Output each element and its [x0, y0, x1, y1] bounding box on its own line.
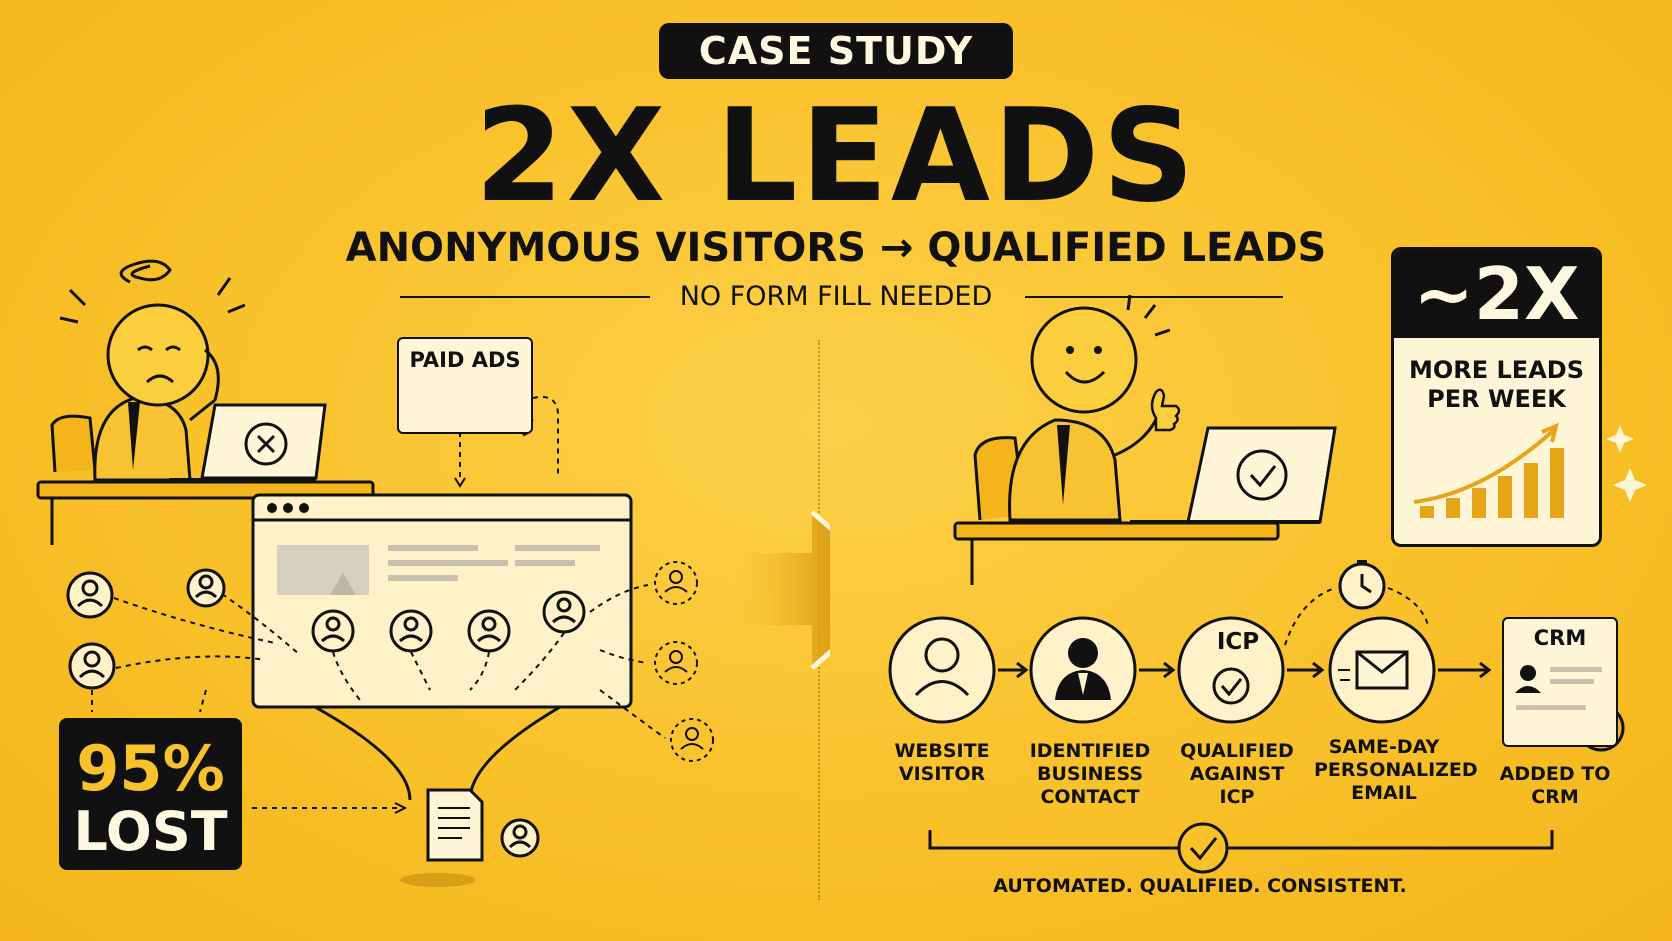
happy-person-icon	[1008, 294, 1181, 522]
growth-stat-label-line1: MORE LEADS	[1409, 356, 1584, 384]
visitor-icon	[542, 590, 586, 634]
step-label-line: ADDED TO	[1499, 763, 1611, 785]
page-subheadline: ANONYMOUS VISITORS → QUALIFIED LEADS	[345, 225, 1327, 271]
visitor-icon	[66, 571, 114, 619]
growth-stat-card: ~2X MORE LEADS PER WEEK	[1391, 247, 1602, 547]
check-icon	[1212, 667, 1250, 705]
before-after-arrow	[735, 510, 830, 670]
step-label-qualified: QUALIFIED AGAINST ICP	[1167, 740, 1307, 809]
laptop-success-icon	[1130, 426, 1337, 524]
sparkle-icons	[1606, 425, 1647, 502]
visitor-icon	[311, 609, 355, 653]
step-label-line: CONTACT	[1040, 786, 1140, 808]
visitor-icon	[186, 568, 226, 608]
ads-flow-arrows	[454, 396, 560, 488]
visitor-icon	[467, 609, 511, 653]
step-label-line: AGAINST	[1189, 763, 1285, 785]
before-scene-illustration	[36, 259, 830, 887]
desk-after	[953, 521, 1280, 585]
step-label-visitor: WEBSITE VISITOR	[872, 740, 1012, 786]
visitor-icon	[68, 642, 116, 690]
chair-before	[50, 414, 97, 473]
tagline-rule-left	[400, 296, 650, 298]
stressed-person-icon	[59, 259, 246, 482]
visitor-icon	[500, 818, 540, 858]
visitor-icon	[389, 609, 433, 653]
footer-tagline: AUTOMATED. QUALIFIED. CONSISTENT.	[993, 875, 1407, 897]
visitor-icon	[924, 637, 960, 673]
tagline: NO FORM FILL NEEDED	[679, 281, 993, 312]
laptop-error-icon	[170, 403, 327, 482]
growth-stat-label-line2: PER WEEK	[1427, 385, 1566, 413]
step-label-line: SAME-DAY	[1328, 736, 1440, 758]
step-label-line: CRM	[1531, 786, 1579, 808]
step-label-line: QUALIFIED	[1180, 740, 1294, 762]
lost-percent: 95%	[76, 732, 225, 805]
icp-badge-label: ICP	[1216, 629, 1260, 655]
document-icon	[426, 788, 484, 862]
website-browser-window	[251, 493, 633, 709]
crm-card: CRM	[1502, 617, 1618, 747]
growth-stat-label: MORE LEADS PER WEEK	[1394, 356, 1599, 414]
step-label-crm: ADDED TO CRM	[1485, 763, 1625, 809]
step-label-line: WEBSITE	[894, 740, 990, 762]
business-contact-icon	[1068, 638, 1098, 668]
case-study-badge: CASE STUDY	[659, 23, 1013, 79]
step-label-line: EMAIL	[1351, 782, 1417, 804]
growth-bar-chart-icon	[1414, 422, 1564, 518]
check-icon	[1177, 822, 1229, 874]
visitor-flow-arrows	[91, 584, 666, 814]
crm-card-title: CRM	[1533, 626, 1587, 650]
step-label-email: SAME-DAY PERSONALIZED EMAIL	[1314, 736, 1478, 805]
lost-label: LOST	[73, 800, 228, 863]
process-step-circles	[888, 560, 1436, 724]
step-label-line: BUSINESS	[1036, 763, 1144, 785]
lost-stat-box: 95% LOST	[59, 718, 242, 870]
automation-bracket	[928, 822, 1554, 874]
contact-card-icon	[1515, 665, 1602, 710]
paid-ads-label: PAID ADS	[409, 348, 521, 372]
step-label-line: ICP	[1219, 786, 1255, 808]
tagline-rule-right	[1025, 296, 1283, 298]
growth-stat-value: ~2X	[1394, 250, 1599, 338]
step-label-line: IDENTIFIED	[1029, 740, 1151, 762]
process-arrows	[998, 587, 1492, 679]
paid-ads-card: PAID ADS	[397, 337, 533, 434]
lost-visitor-icons	[654, 561, 714, 762]
step-label-line: PERSONALIZED	[1314, 759, 1478, 781]
page-headline: 2X LEADS	[474, 82, 1198, 231]
step-label-identified: IDENTIFIED BUSINESS CONTACT	[1020, 740, 1160, 809]
step-label-line: VISITOR	[898, 763, 986, 785]
visitor-icons	[66, 568, 586, 858]
